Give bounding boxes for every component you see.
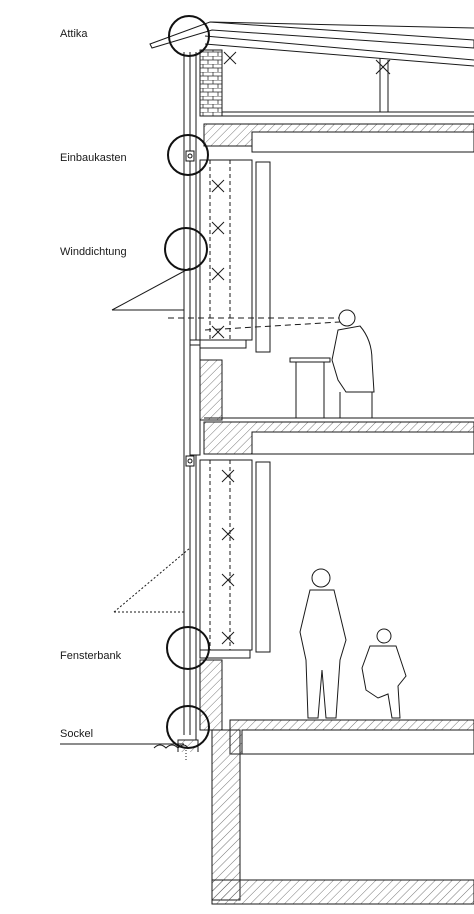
label-sockel: Sockel bbox=[60, 728, 94, 740]
person-seated bbox=[289, 309, 375, 418]
detail-circle-einbaukasten bbox=[167, 134, 209, 176]
label-einbaukasten: Einbaukasten bbox=[60, 152, 127, 164]
detail-circle-fensterbank bbox=[166, 626, 210, 670]
detail-circle-winddichtung bbox=[164, 227, 208, 271]
frame-crosses-lower bbox=[221, 469, 235, 645]
detail-circle-attika bbox=[168, 15, 210, 57]
label-attika: Attika bbox=[60, 28, 88, 40]
window-lower bbox=[199, 459, 271, 659]
socket-markers bbox=[185, 150, 195, 467]
detail-circles bbox=[164, 15, 210, 749]
person-child bbox=[361, 628, 407, 719]
rafter-cross bbox=[223, 51, 391, 75]
ground bbox=[60, 739, 199, 760]
label-fensterbank: Fensterbank bbox=[60, 650, 122, 662]
frame-crosses bbox=[211, 179, 225, 339]
floor-slabs bbox=[203, 123, 474, 905]
detail-circle-sockel bbox=[166, 705, 210, 749]
shading-lines bbox=[111, 267, 341, 613]
label-winddichtung: Winddichtung bbox=[60, 246, 127, 258]
person-adult bbox=[299, 568, 347, 719]
roof bbox=[149, 21, 474, 117]
window-upper bbox=[190, 159, 271, 353]
exterior-wall bbox=[183, 52, 223, 740]
